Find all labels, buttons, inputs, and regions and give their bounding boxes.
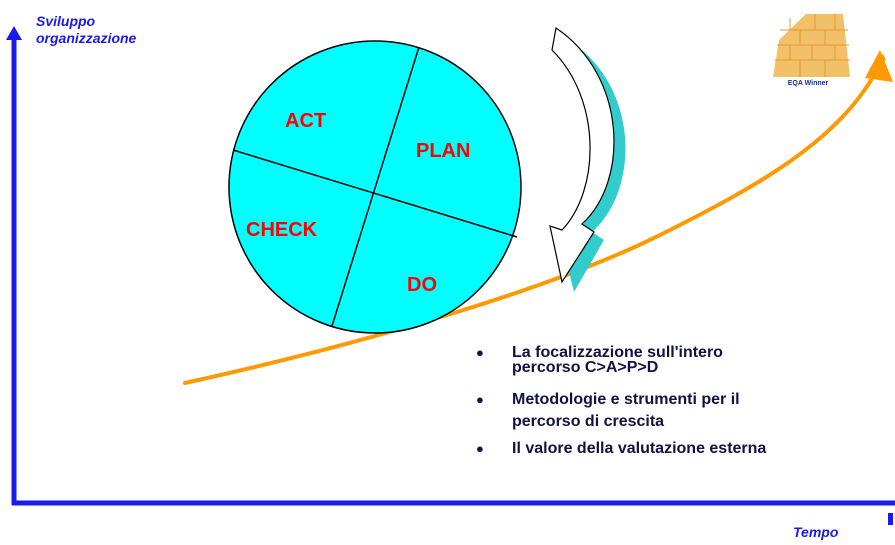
key-point-3: Il valore della valutazione esterna xyxy=(476,441,895,458)
key-points-list: La focalizzazione sull'intero percorso C… xyxy=(476,345,895,465)
do-label: DO xyxy=(407,274,437,296)
key-point-1: La focalizzazione sull'intero percorso C… xyxy=(476,345,895,376)
brick-wall-icon xyxy=(773,14,850,77)
growth-curve xyxy=(183,66,880,385)
check-label: CHECK xyxy=(246,219,318,241)
key-point-2: Metodologie e strumenti per il percorso … xyxy=(476,389,895,433)
cycle-arrow xyxy=(549,26,615,284)
act-label: ACT xyxy=(285,110,327,132)
y-axis-arrowhead xyxy=(6,26,22,40)
pdca-divider-2 xyxy=(232,149,518,238)
eqa-winner-caption: EQA Winner xyxy=(787,80,829,87)
x-axis-arrowhead xyxy=(888,513,893,525)
pdca-divider-1 xyxy=(331,46,420,327)
growth-curve-arrowhead-tip xyxy=(865,50,893,82)
plan-label: PLAN xyxy=(416,140,471,162)
y-axis-label: Sviluppo organizzazione xyxy=(36,13,137,46)
x-axis-label: Tempo xyxy=(793,524,839,540)
